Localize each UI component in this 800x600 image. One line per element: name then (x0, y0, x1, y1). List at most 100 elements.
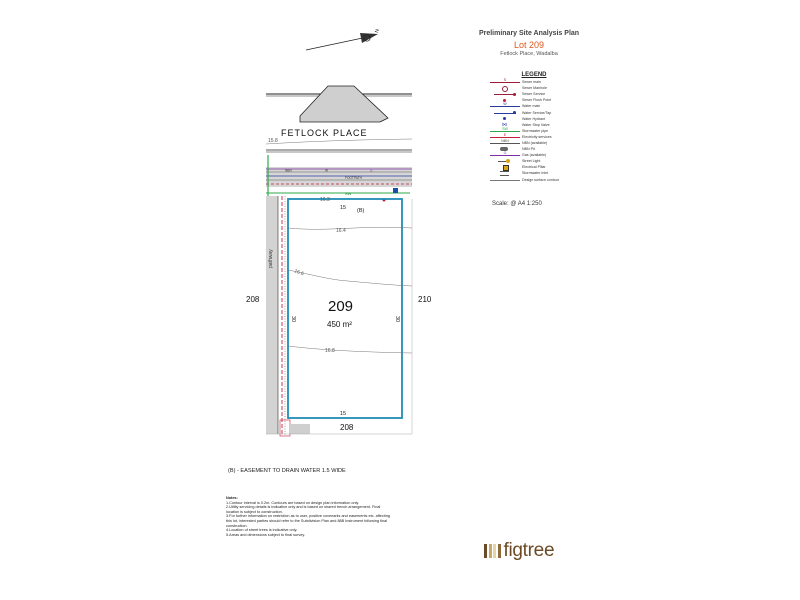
legend-symbol-icon: SW (488, 126, 522, 134)
legend-symbol-icon: E (488, 132, 522, 140)
notes-block: Notes: 1.Contour interval is 0.2m. Conto… (226, 496, 392, 537)
plan-heading: Preliminary Site Analysis Plan (478, 30, 580, 37)
legend-label: NBN Pit (522, 147, 535, 152)
legend-label: Gas (available) (522, 153, 547, 158)
contour-label: 16.6 (293, 268, 304, 277)
legend-symbol-icon: G (488, 151, 522, 158)
footpath-label: FOOTPATH (345, 176, 363, 180)
legend-item: Electrical Pillar (488, 164, 580, 171)
legend-item: Water Hydrant (488, 116, 580, 122)
dim-left: 30 (290, 316, 296, 322)
legend-symbol-icon (488, 158, 522, 164)
legend-symbol-icon: NBN (488, 138, 522, 146)
street-road: FETLOCK PLACE (266, 85, 412, 165)
logo-bars-icon (484, 544, 501, 558)
legend-symbol-icon (488, 170, 522, 177)
legend-label: Water Stop Valve (522, 122, 550, 127)
pathway-label: pathway (268, 249, 274, 268)
legend-label: Electricity services (522, 134, 552, 139)
legend-label: Sewer Flush Point (522, 98, 552, 103)
contour-line (287, 269, 413, 287)
logo-bar (488, 544, 492, 558)
lot-left-number: 208 (246, 295, 260, 304)
gas-code: G (370, 169, 373, 173)
legend-symbol-icon (488, 85, 522, 92)
nbn-code: NBN (285, 169, 292, 173)
neighbour-path (290, 424, 310, 434)
dim-rear: 15 (340, 411, 346, 417)
north-label: N (374, 28, 381, 33)
legend-label: Street Light (522, 159, 541, 164)
contour-label: 15.8 (268, 138, 278, 144)
legend-label: Design surface contour (522, 177, 559, 182)
stormwater-code: SW (345, 191, 352, 196)
logo-bar (493, 544, 496, 558)
easement-note: (B) - EASEMENT TO DRAIN WATER 1.5 WIDE (228, 468, 346, 474)
legend-symbol-icon: W (488, 102, 522, 109)
legend-symbol-icon (488, 116, 522, 122)
lot-number: 209 (328, 298, 353, 315)
lot-bottom-number: 208 (340, 423, 354, 432)
legend-label: Sewer Manhole (522, 86, 547, 91)
legend-symbol-icon (488, 164, 522, 171)
dim-right: 30 (394, 316, 400, 322)
legend-item: Sewer Manhole (488, 85, 580, 92)
note-line: 2.Utility servicing details is indicativ… (226, 505, 381, 514)
dim-front: 15 (340, 205, 346, 211)
lot-area: 450 m² (327, 320, 352, 329)
legend-symbol-icon (488, 91, 522, 97)
note-line: 1.Contour interval is 0.2m. Contours are… (226, 500, 360, 505)
legend-symbol-icon: ⋈ (502, 121, 507, 128)
lot-address: Fetlock Place, Wadalba (500, 51, 558, 57)
lot-title: Lot 209 (513, 40, 545, 50)
legend-symbol-icon (488, 110, 522, 116)
title-block: Preliminary Site Analysis Plan Lot 209 F… (462, 30, 596, 57)
water-code: W (325, 169, 328, 173)
legend-item: Stormwater Inlet (488, 170, 580, 177)
legend-label: Water Service/Tap (522, 110, 552, 115)
easement-marker: (B) (357, 208, 365, 214)
north-arrow-icon: N (305, 28, 381, 51)
legend-item: NBN Pit (488, 146, 580, 152)
contour-label: 16.8 (325, 348, 335, 354)
note-line: 3.For further information on restriction… (226, 514, 390, 528)
water-pit-icon (393, 188, 398, 193)
legend-symbol-icon (488, 146, 522, 152)
note-line: 5.Areas and dimensions subject to final … (226, 532, 306, 537)
legend-symbol-icon (488, 97, 522, 103)
legend-item: Design surface contour (488, 177, 580, 183)
service-verge: NBN W FOOTPATH G (266, 167, 412, 187)
legend-label: Water main (522, 104, 541, 109)
scale-label: Scale: @ A4 1:250 (492, 201, 542, 207)
notes-heading: Notes: (226, 496, 238, 500)
logo-bar (497, 544, 501, 558)
contour-line (287, 345, 413, 354)
contour-line (287, 226, 413, 230)
contour-label: 16.3 (320, 197, 330, 203)
lot-boundary (287, 198, 403, 419)
legend-label: Electrical Pillar (522, 165, 546, 170)
logo-bar (484, 544, 487, 558)
legend-item: Sewer Flush Point (488, 97, 580, 103)
legend-title: LEGEND (521, 72, 547, 78)
legend-label: NBN (available) (522, 140, 548, 145)
legend-label: Sewer Service (522, 92, 546, 97)
contour-line (265, 138, 413, 145)
legend-symbol-icon: S (488, 78, 522, 85)
legend-item: Water Service/Tap (488, 109, 580, 115)
legend-item: Street Light (488, 158, 580, 164)
legend-item: ⋈ Water Stop Valve (488, 122, 580, 128)
pathway-strip: pathway (266, 196, 279, 434)
note-line: 4.Location of street trees is indicative… (226, 528, 298, 533)
brand-name: figtree (503, 540, 555, 561)
street-name: FETLOCK PLACE (281, 128, 368, 138)
legend-label: Water Hydrant (522, 116, 546, 121)
legend-label: Stormwater Inlet (522, 171, 549, 176)
